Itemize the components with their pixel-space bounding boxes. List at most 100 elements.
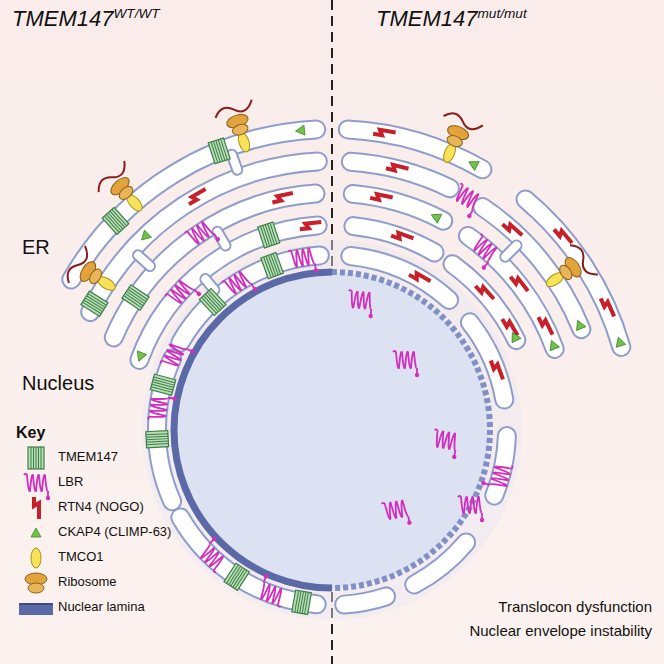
lbr-icon bbox=[256, 573, 290, 607]
lbr-icon bbox=[222, 268, 258, 304]
phenotype-note: Translocon dysfunction bbox=[498, 598, 652, 615]
ribosome-icon bbox=[555, 255, 584, 284]
gene-name: TMEM147 bbox=[376, 6, 477, 31]
er-lumen bbox=[414, 543, 466, 585]
lbr-icon bbox=[393, 351, 419, 377]
rtn4-icon bbox=[391, 231, 413, 243]
er-membrane bbox=[344, 596, 386, 604]
tmem147-icon bbox=[258, 222, 280, 248]
tmem147-icon bbox=[261, 253, 284, 279]
rtn4-icon bbox=[370, 193, 393, 202]
mrna-strand bbox=[443, 110, 483, 133]
tmem147-icon bbox=[28, 447, 44, 469]
nucleus-halo bbox=[142, 240, 522, 620]
ckap4-icon bbox=[508, 330, 521, 343]
er-membrane bbox=[71, 129, 316, 279]
rtn4-icon bbox=[538, 315, 552, 337]
er-lumen bbox=[351, 162, 450, 189]
ckap4-icon bbox=[138, 230, 151, 243]
ckap4-icon bbox=[295, 125, 305, 136]
lbr-icon bbox=[288, 246, 318, 276]
ckap4-icon bbox=[429, 210, 441, 223]
lbr-icon bbox=[430, 429, 460, 459]
lbr-icon bbox=[165, 276, 202, 313]
lbr-icon bbox=[196, 536, 233, 573]
er-membrane bbox=[482, 207, 581, 329]
er-membrane bbox=[414, 543, 466, 585]
rtn4-icon bbox=[271, 193, 294, 202]
er-membrane bbox=[353, 194, 444, 221]
rtn4-icon bbox=[373, 129, 396, 138]
lbr-icon bbox=[382, 499, 412, 529]
legend-text: TMCO1 bbox=[58, 550, 104, 565]
mrna-strand bbox=[63, 246, 92, 285]
er-branch bbox=[505, 245, 516, 256]
mrna-strand bbox=[568, 241, 598, 279]
legend-text: LBR bbox=[58, 475, 83, 490]
tmem147-icon bbox=[150, 374, 175, 395]
gene-name: TMEM147 bbox=[12, 6, 113, 31]
er-branch bbox=[232, 155, 237, 170]
tmem147-icon bbox=[199, 288, 226, 315]
er-lumen bbox=[90, 161, 318, 312]
tmco1-icon bbox=[31, 548, 41, 568]
ckap4-icon bbox=[573, 318, 586, 330]
ckap4-icon bbox=[614, 336, 626, 348]
region-label: Nucleus bbox=[22, 372, 94, 395]
panel-title: TMEM147WT/WT bbox=[12, 6, 160, 32]
tmem147-icon bbox=[224, 563, 249, 590]
legend-text: RTN4 (NOGO) bbox=[58, 500, 144, 515]
lbr-icon bbox=[347, 290, 375, 318]
er-membrane bbox=[350, 256, 449, 300]
er-branch bbox=[205, 279, 214, 290]
rtn4-icon bbox=[34, 497, 39, 519]
lbr-icon bbox=[148, 394, 177, 423]
er-branch bbox=[138, 255, 150, 266]
region-label: ER bbox=[22, 236, 50, 259]
ribosome-icon bbox=[225, 112, 252, 138]
lbr-icon bbox=[448, 183, 484, 219]
er-branch bbox=[505, 245, 516, 256]
er-membrane bbox=[353, 226, 434, 252]
er-lumen bbox=[350, 256, 449, 300]
er-branch bbox=[138, 255, 150, 266]
legend-text: Ribosome bbox=[58, 575, 117, 590]
rtn4-icon bbox=[186, 189, 208, 204]
lbr-icon bbox=[458, 496, 484, 522]
mrna-strand bbox=[214, 99, 255, 120]
panel-title: TMEM147mut/mut bbox=[376, 6, 527, 32]
rtn4-icon bbox=[554, 226, 572, 246]
rtn4-icon bbox=[510, 274, 527, 294]
er-lumen bbox=[71, 129, 316, 279]
tmem147-icon bbox=[208, 138, 230, 164]
ckap4-icon bbox=[134, 351, 147, 363]
tmem147-icon bbox=[146, 431, 169, 448]
phenotype-note: Nuclear envelope instability bbox=[469, 622, 652, 639]
tmem147-icon bbox=[292, 590, 312, 614]
er-membrane bbox=[90, 161, 318, 312]
ckap4-icon bbox=[31, 528, 41, 537]
genotype: WT/WT bbox=[113, 6, 159, 21]
legend-text: TMEM147 bbox=[58, 450, 118, 465]
rtn4-icon bbox=[409, 270, 431, 285]
legend-swatch bbox=[19, 603, 53, 615]
er-lumen bbox=[470, 322, 504, 399]
lbr-icon bbox=[24, 474, 50, 500]
tmem147-icon bbox=[122, 285, 149, 311]
ribosome-icon bbox=[25, 573, 47, 593]
nucleus bbox=[174, 272, 490, 588]
er-membrane bbox=[351, 162, 450, 189]
rtn4-icon bbox=[299, 222, 321, 229]
lbr-icon bbox=[185, 218, 221, 254]
rtn4-icon bbox=[601, 296, 615, 318]
lbr-icon bbox=[464, 234, 501, 271]
mrna-strand bbox=[94, 160, 130, 193]
tmem147-icon bbox=[102, 207, 129, 234]
er-lumen bbox=[139, 226, 317, 360]
rtn4-icon bbox=[502, 221, 522, 239]
er-membrane bbox=[526, 199, 622, 347]
er-lumen bbox=[344, 596, 386, 604]
genotype: mut/mut bbox=[477, 6, 526, 21]
rtn4-icon bbox=[491, 359, 503, 381]
tmem147-icon bbox=[81, 291, 108, 316]
